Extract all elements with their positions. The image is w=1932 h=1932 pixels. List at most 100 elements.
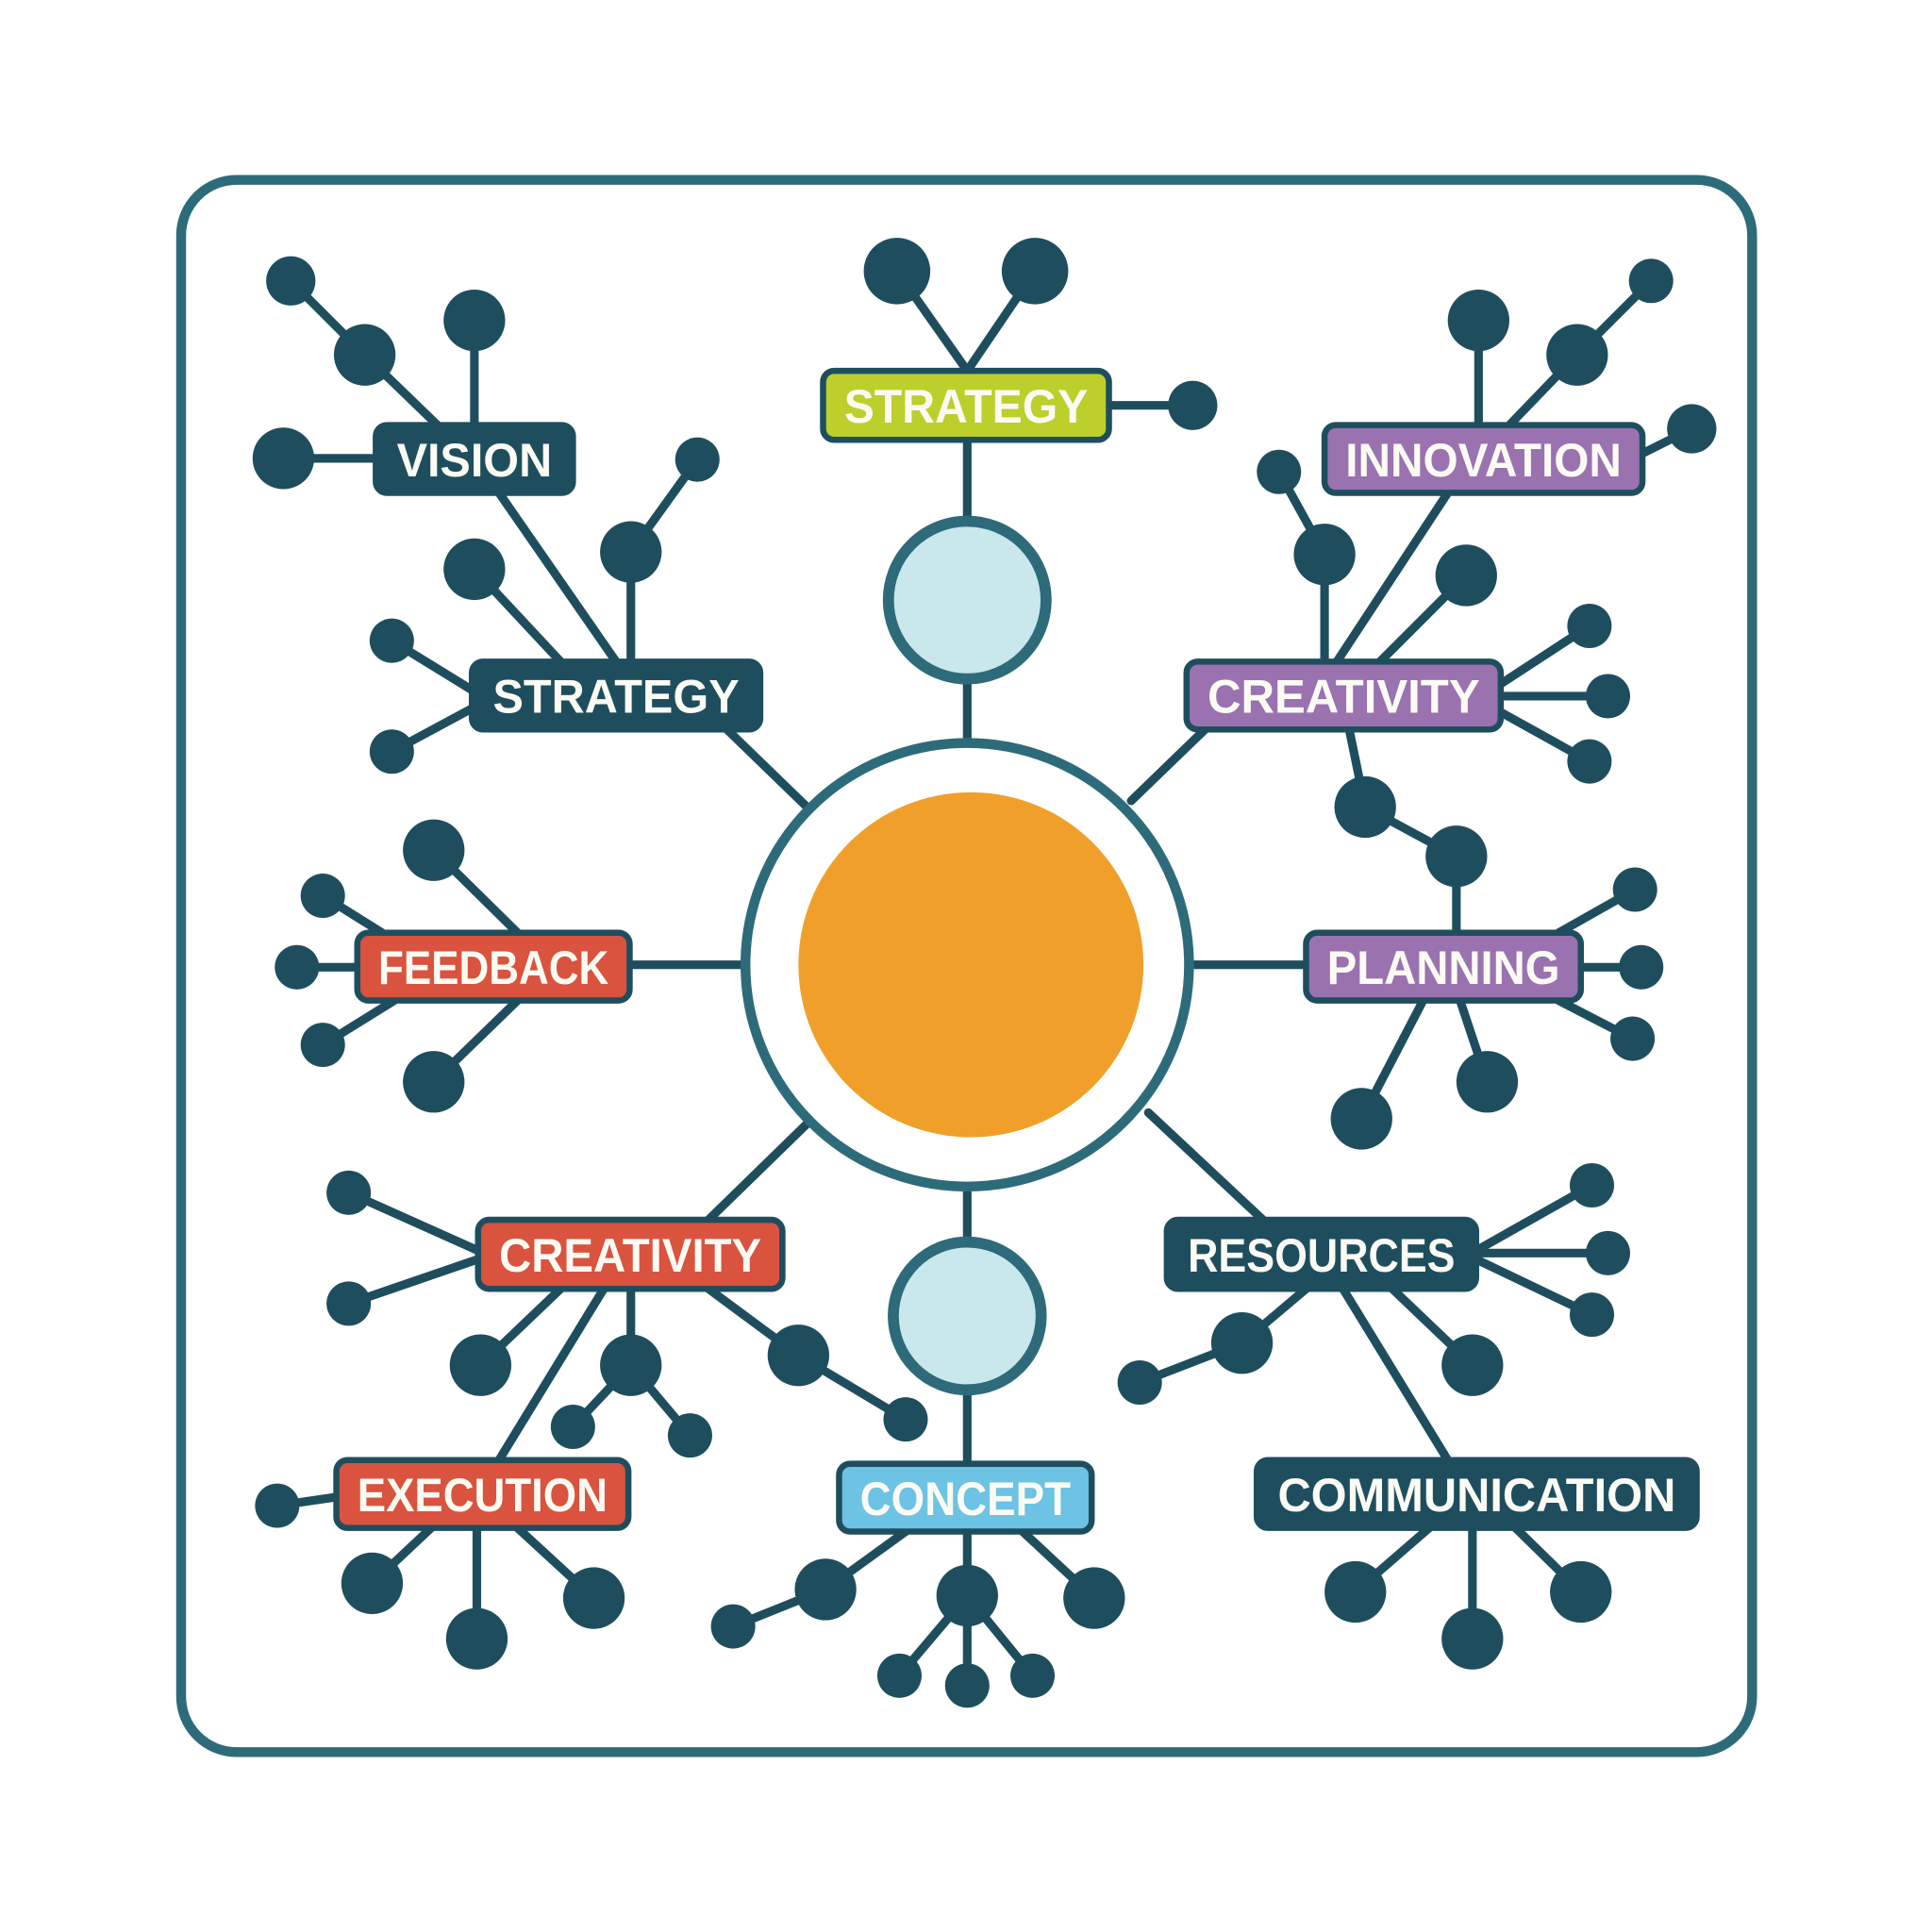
leaf-node — [1063, 1567, 1125, 1629]
leaf-node — [1334, 775, 1396, 839]
leaf-node — [275, 944, 320, 990]
connector-line — [1339, 1284, 1453, 1465]
connector-line — [1332, 488, 1453, 666]
label-box — [373, 422, 576, 496]
connector-line — [1143, 1108, 1268, 1224]
diagram-frame — [175, 175, 1757, 1757]
label-box — [1303, 929, 1585, 1004]
leaf-node — [1010, 1653, 1056, 1698]
leaf-node — [1293, 524, 1356, 586]
leaf-node — [863, 238, 931, 305]
bottom-hub-node — [888, 1236, 1047, 1396]
topic-label-strategy: STRATEGY — [468, 658, 764, 733]
leaf-node — [443, 538, 506, 601]
label-box — [475, 1216, 786, 1292]
leaf-node — [341, 1552, 404, 1615]
label-text: CREATIVITY — [499, 1229, 761, 1282]
connector-line — [344, 1255, 483, 1308]
topic-label-planning: PLANNING — [1303, 929, 1585, 1004]
leaf-node — [936, 1564, 998, 1627]
leaf-nodes — [252, 238, 1717, 1708]
label-text: COMMUNICATION — [1277, 1469, 1675, 1522]
leaf-node — [1257, 449, 1302, 494]
leaf-node — [1425, 825, 1488, 888]
leaf-node — [300, 1023, 345, 1068]
label-box — [354, 929, 633, 1004]
leaf-node — [1330, 1088, 1392, 1150]
leaf-node — [252, 427, 315, 490]
leaf-node — [369, 729, 414, 774]
leaf-node — [600, 1334, 662, 1396]
label-text: STRATEGY — [844, 380, 1089, 433]
leaf-node — [550, 1404, 595, 1449]
connector-line — [344, 1188, 483, 1256]
leaf-node — [1567, 739, 1612, 784]
leaf-node — [710, 1604, 756, 1649]
leaf-node — [1612, 867, 1657, 912]
leaf-node — [369, 618, 414, 663]
topic-label-communication: COMMUNICATION — [1253, 1457, 1700, 1531]
leaf-node — [1210, 1312, 1274, 1374]
leaf-node — [1570, 1162, 1615, 1208]
leaf-node — [1570, 1292, 1615, 1338]
leaf-node — [333, 324, 396, 386]
leaf-node — [266, 256, 316, 306]
leaf-node — [445, 1607, 508, 1670]
topic-label-creativity: CREATIVITY — [475, 1216, 786, 1292]
leaf-node — [562, 1567, 625, 1629]
center-node — [798, 791, 1144, 1138]
leaf-node — [1168, 380, 1218, 430]
leaf-node — [1324, 1560, 1387, 1624]
leaf-node — [767, 1324, 830, 1387]
label-box — [1183, 658, 1505, 733]
label-text: RESOURCES — [1188, 1229, 1455, 1282]
leaf-node — [443, 289, 506, 352]
leaf-node — [600, 521, 662, 583]
label-box — [836, 1460, 1095, 1535]
leaf-node — [1585, 674, 1630, 719]
leaf-node — [667, 1413, 712, 1458]
label-text: VISION — [397, 434, 553, 487]
label-text: FEEDBACK — [378, 941, 608, 994]
leaf-node — [876, 1653, 922, 1698]
leaf-node — [1435, 544, 1497, 607]
connector-line — [723, 724, 812, 812]
topic-label-innovation: INNOVATION — [1321, 422, 1646, 496]
leaf-node — [300, 874, 345, 919]
leaf-node — [255, 1483, 300, 1528]
label-box — [820, 367, 1112, 443]
topic-labels: STRATEGY VISION STRATEGY INNOVATION CREATIVI… — [333, 367, 1700, 1535]
leaf-node — [1546, 324, 1608, 386]
topic-label-strategy: STRATEGY — [820, 367, 1112, 443]
leaf-node — [403, 1051, 465, 1113]
leaf-node — [944, 1663, 990, 1708]
leaf-node — [1447, 289, 1509, 352]
leaf-node — [326, 1281, 372, 1326]
leaf-node — [403, 819, 465, 881]
top-hub-node — [882, 515, 1052, 685]
topic-label-feedback: FEEDBACK — [354, 929, 633, 1004]
label-text: CREATIVITY — [1208, 671, 1480, 724]
leaf-node — [1619, 944, 1664, 990]
label-box — [1253, 1457, 1700, 1531]
leaf-node — [1667, 404, 1717, 454]
leaf-node — [1441, 1334, 1504, 1396]
topic-label-concept: CONCEPT — [836, 1460, 1095, 1535]
leaf-node — [1567, 604, 1612, 649]
topic-label-execution: EXECUTION — [333, 1457, 632, 1531]
connector-line — [494, 1284, 608, 1465]
leaf-node — [883, 1397, 928, 1442]
leaf-node — [1628, 258, 1674, 304]
label-box — [333, 1457, 632, 1531]
leaf-node — [1441, 1607, 1504, 1670]
topic-label-creativity: CREATIVITY — [1183, 658, 1505, 733]
label-text: PLANNING — [1327, 941, 1560, 994]
connector-line — [704, 1119, 812, 1224]
label-text: STRATEGY — [492, 671, 739, 724]
leaf-node — [1456, 1051, 1519, 1113]
label-box — [1163, 1216, 1479, 1292]
label-text: INNOVATION — [1345, 434, 1622, 487]
leaf-node — [1585, 1230, 1630, 1275]
connector-line — [1126, 724, 1209, 806]
